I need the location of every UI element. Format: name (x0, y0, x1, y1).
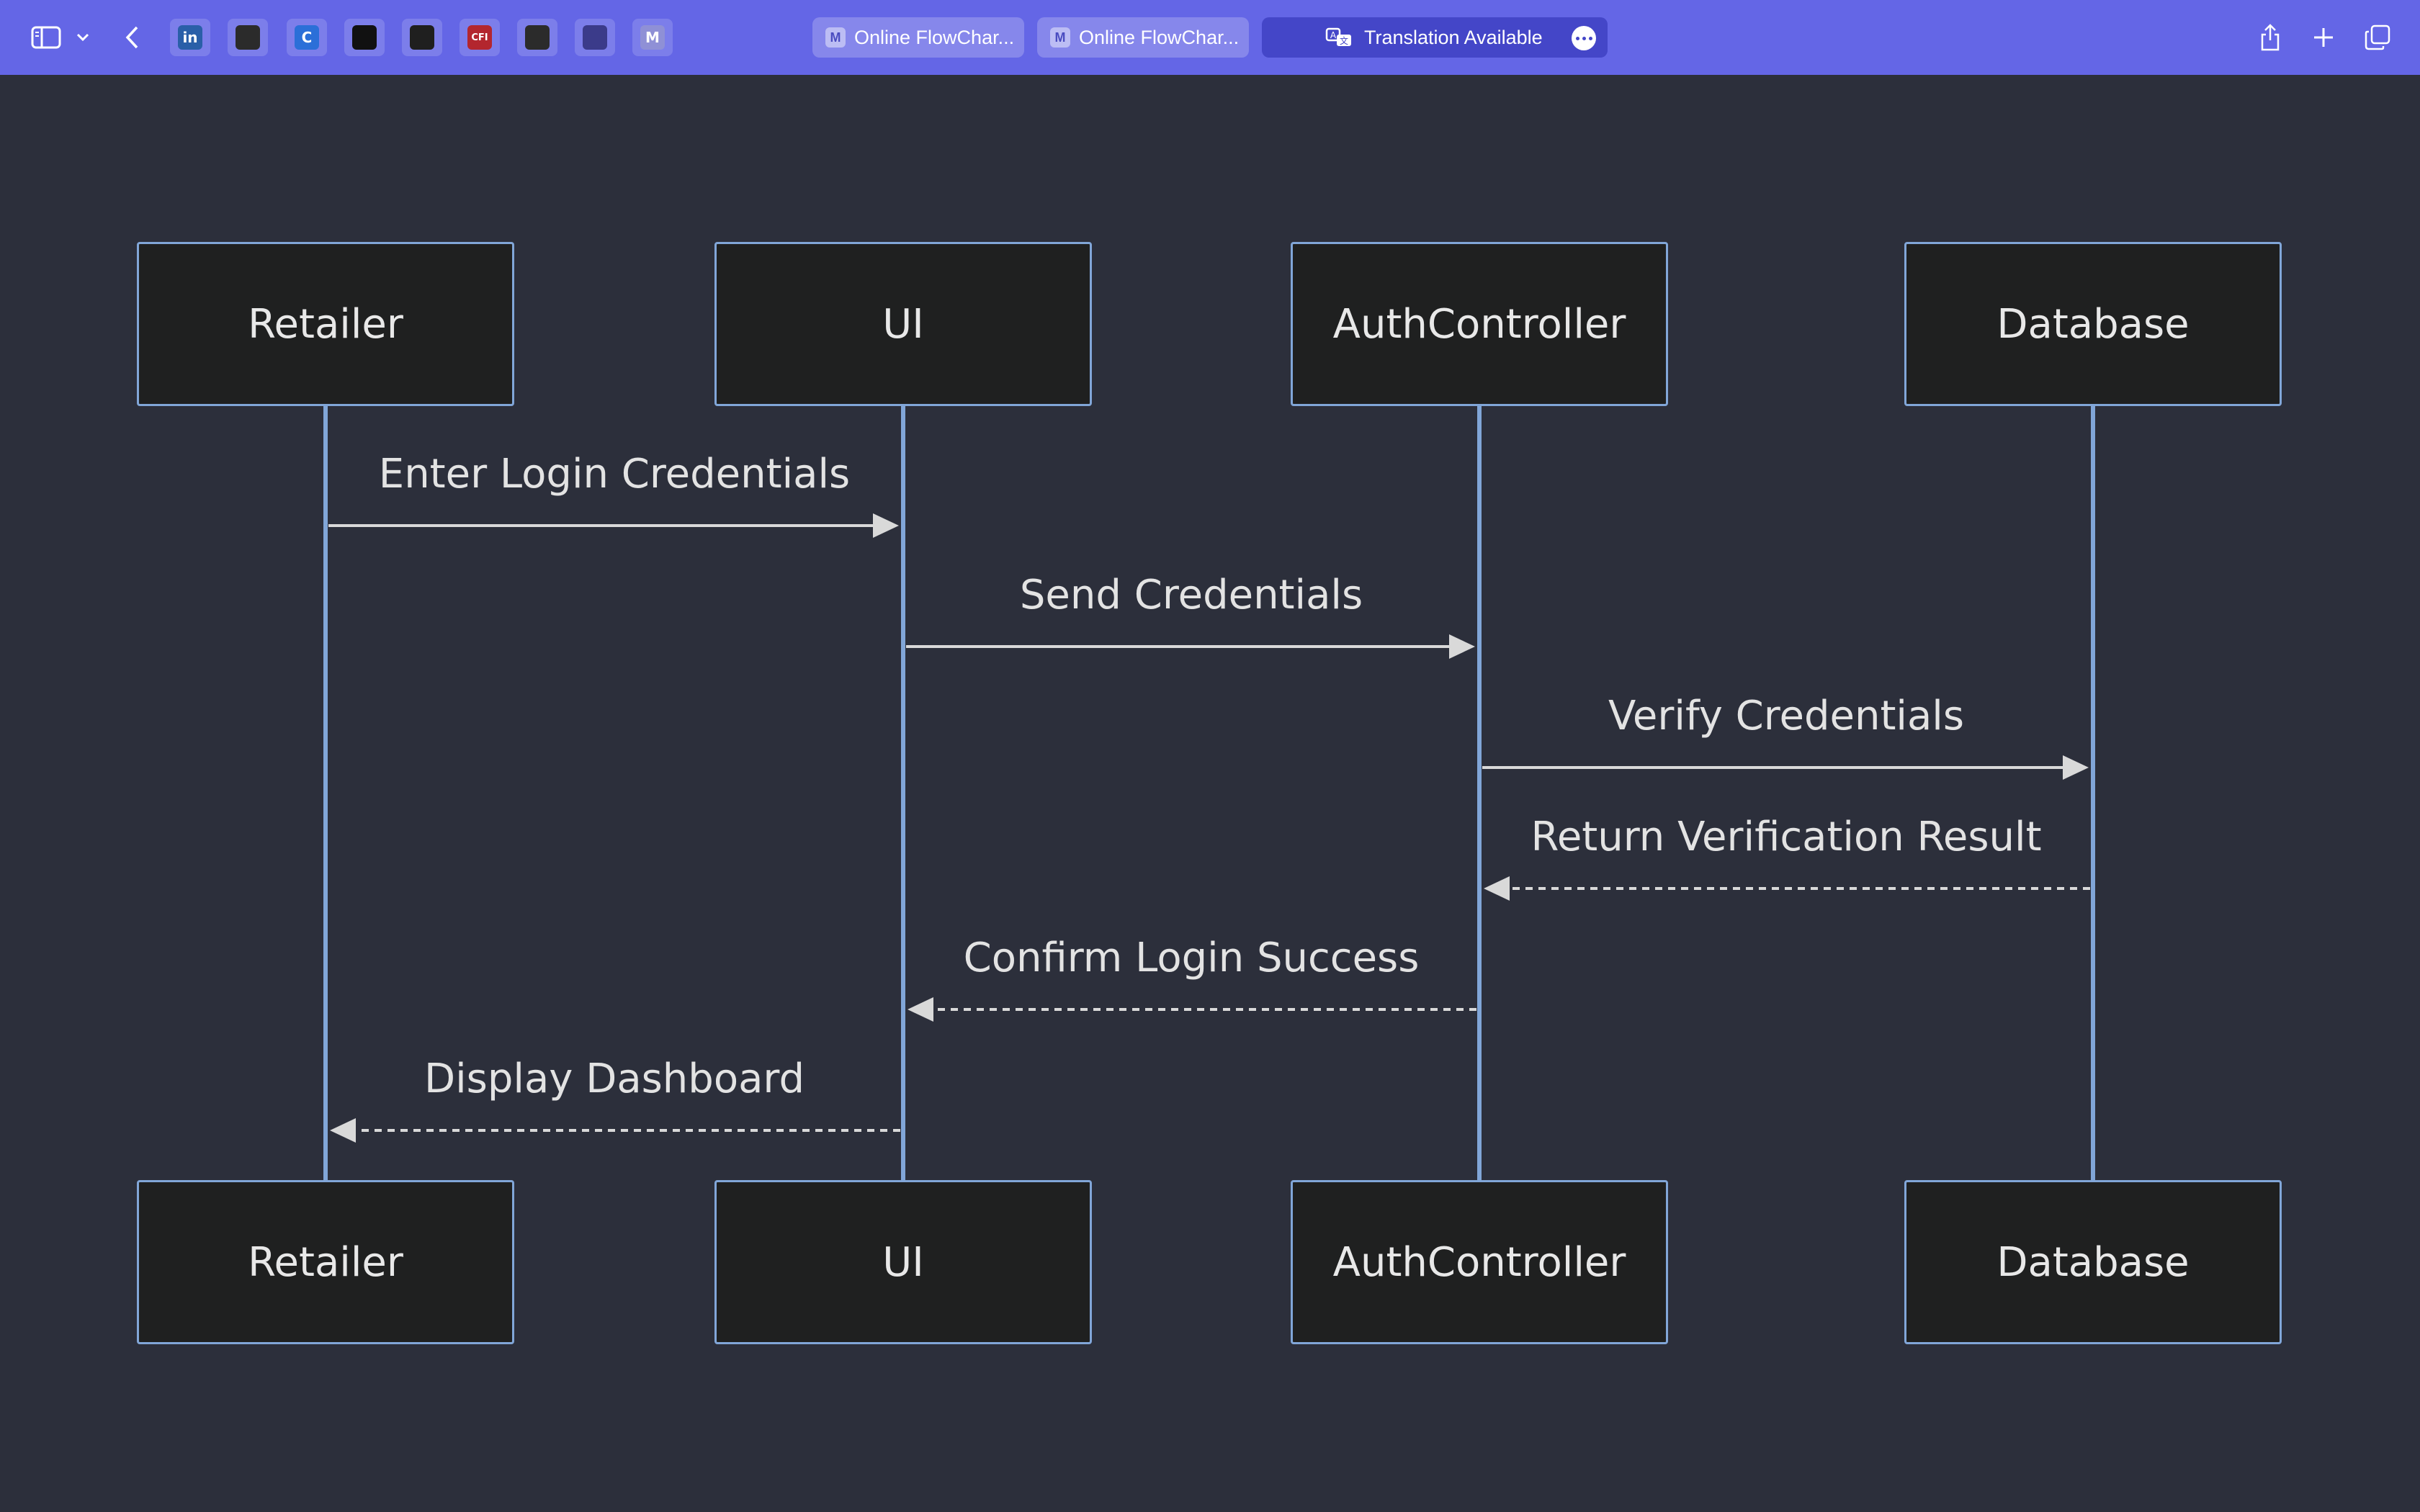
cfi-icon: CFI (467, 25, 492, 50)
actor-bottom-database[interactable]: Database (1904, 1180, 2282, 1344)
favorite-m-app[interactable]: M (632, 19, 673, 56)
tab-label: Online FlowChar... (1079, 26, 1240, 48)
tab-label: Online FlowChar... (854, 26, 1015, 48)
favorite-openai[interactable] (402, 19, 442, 56)
openai-icon (410, 25, 434, 50)
message-arrowhead (2063, 755, 2089, 780)
message-arrowhead (908, 997, 933, 1022)
record-icon (525, 25, 550, 50)
back-arrow-icon[interactable] (117, 16, 148, 59)
tab-flowchart-1[interactable]: M Online FlowChar... (812, 17, 1024, 58)
share-icon[interactable] (2254, 16, 2286, 59)
favorite-github[interactable] (228, 19, 268, 56)
message-arrowhead (1484, 876, 1510, 901)
m-favicon-icon: M (1050, 27, 1070, 48)
message-label: Return Verification Result (1531, 814, 2042, 860)
message-arrowhead (1449, 634, 1475, 659)
stripes-icon (583, 25, 607, 50)
actor-bottom-retailer[interactable]: Retailer (137, 1180, 514, 1344)
tab-flowchart-2[interactable]: M Online FlowChar... (1037, 17, 1249, 58)
actor-top-ui[interactable]: UI (714, 242, 1092, 406)
github-icon (236, 25, 260, 50)
diagram-canvas (323, 406, 2095, 1180)
tab-overview-icon[interactable] (2361, 16, 2394, 59)
message-label: Verify Credentials (1608, 693, 1965, 739)
more-options-icon[interactable] (1572, 26, 1596, 50)
linkedin-icon: in (178, 25, 202, 50)
actor-top-retailer[interactable]: Retailer (137, 242, 514, 406)
favorite-record[interactable] (517, 19, 557, 56)
message-label: Send Credentials (1019, 572, 1363, 618)
favorite-medium[interactable] (344, 19, 385, 56)
chevron-down-icon[interactable] (71, 16, 95, 59)
favorite-linkedin[interactable]: in (170, 19, 210, 56)
message-label: Enter Login Credentials (378, 451, 851, 498)
message-arrowhead (873, 513, 899, 538)
browser-toolbar: in C CFI M M Online FlowChar... M Online Fl… (0, 0, 2420, 75)
medium-icon (352, 25, 377, 50)
actor-bottom-authcontroller[interactable]: AuthController (1291, 1180, 1668, 1344)
message-label: Display Dashboard (424, 1056, 805, 1102)
svg-text:A: A (1330, 30, 1337, 40)
m-app-icon: M (640, 25, 665, 50)
sidebar-toggle-icon[interactable] (26, 16, 66, 59)
c-app-icon: C (295, 25, 319, 50)
m-favicon-icon: M (825, 27, 846, 48)
favorite-c-app[interactable]: C (287, 19, 327, 56)
new-tab-icon[interactable] (2308, 16, 2339, 59)
actor-top-database[interactable]: Database (1904, 242, 2282, 406)
message-label: Confirm Login Success (963, 935, 1420, 981)
actor-bottom-ui[interactable]: UI (714, 1180, 1092, 1344)
message-arrowhead (330, 1118, 356, 1143)
favorite-stripes[interactable] (575, 19, 615, 56)
svg-text:文: 文 (1340, 35, 1348, 46)
favorite-cfi[interactable]: CFI (460, 19, 500, 56)
actor-top-authcontroller[interactable]: AuthController (1291, 242, 1668, 406)
tab-label: Translation Available (1364, 26, 1543, 48)
